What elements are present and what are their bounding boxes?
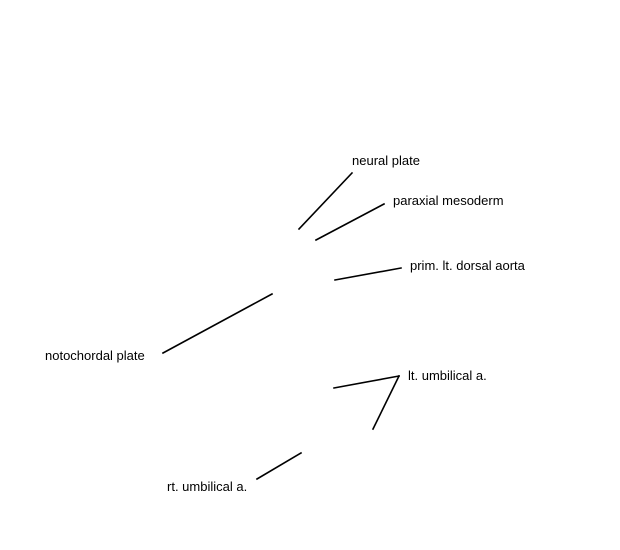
leader-line-prim-lt-dorsal-aorta xyxy=(334,267,402,281)
label-lt-umbilical-a: lt. umbilical a. xyxy=(408,368,487,383)
leader-line-paraxial-mesoderm xyxy=(314,202,386,242)
leader-line-lt-umbilical-a-lower xyxy=(371,374,401,431)
label-paraxial-mesoderm: paraxial mesoderm xyxy=(393,193,504,208)
label-neural-plate: neural plate xyxy=(352,153,420,168)
leader-line-rt-umbilical-a xyxy=(255,451,303,481)
leader-line-notochordal-plate xyxy=(161,292,274,355)
label-prim-lt-dorsal-aorta: prim. lt. dorsal aorta xyxy=(410,258,525,273)
leader-line-neural-plate xyxy=(297,171,354,231)
label-notochordal-plate: notochordal plate xyxy=(45,348,145,363)
label-rt-umbilical-a: rt. umbilical a. xyxy=(167,479,248,494)
leader-line-lt-umbilical-a-upper xyxy=(333,375,400,389)
